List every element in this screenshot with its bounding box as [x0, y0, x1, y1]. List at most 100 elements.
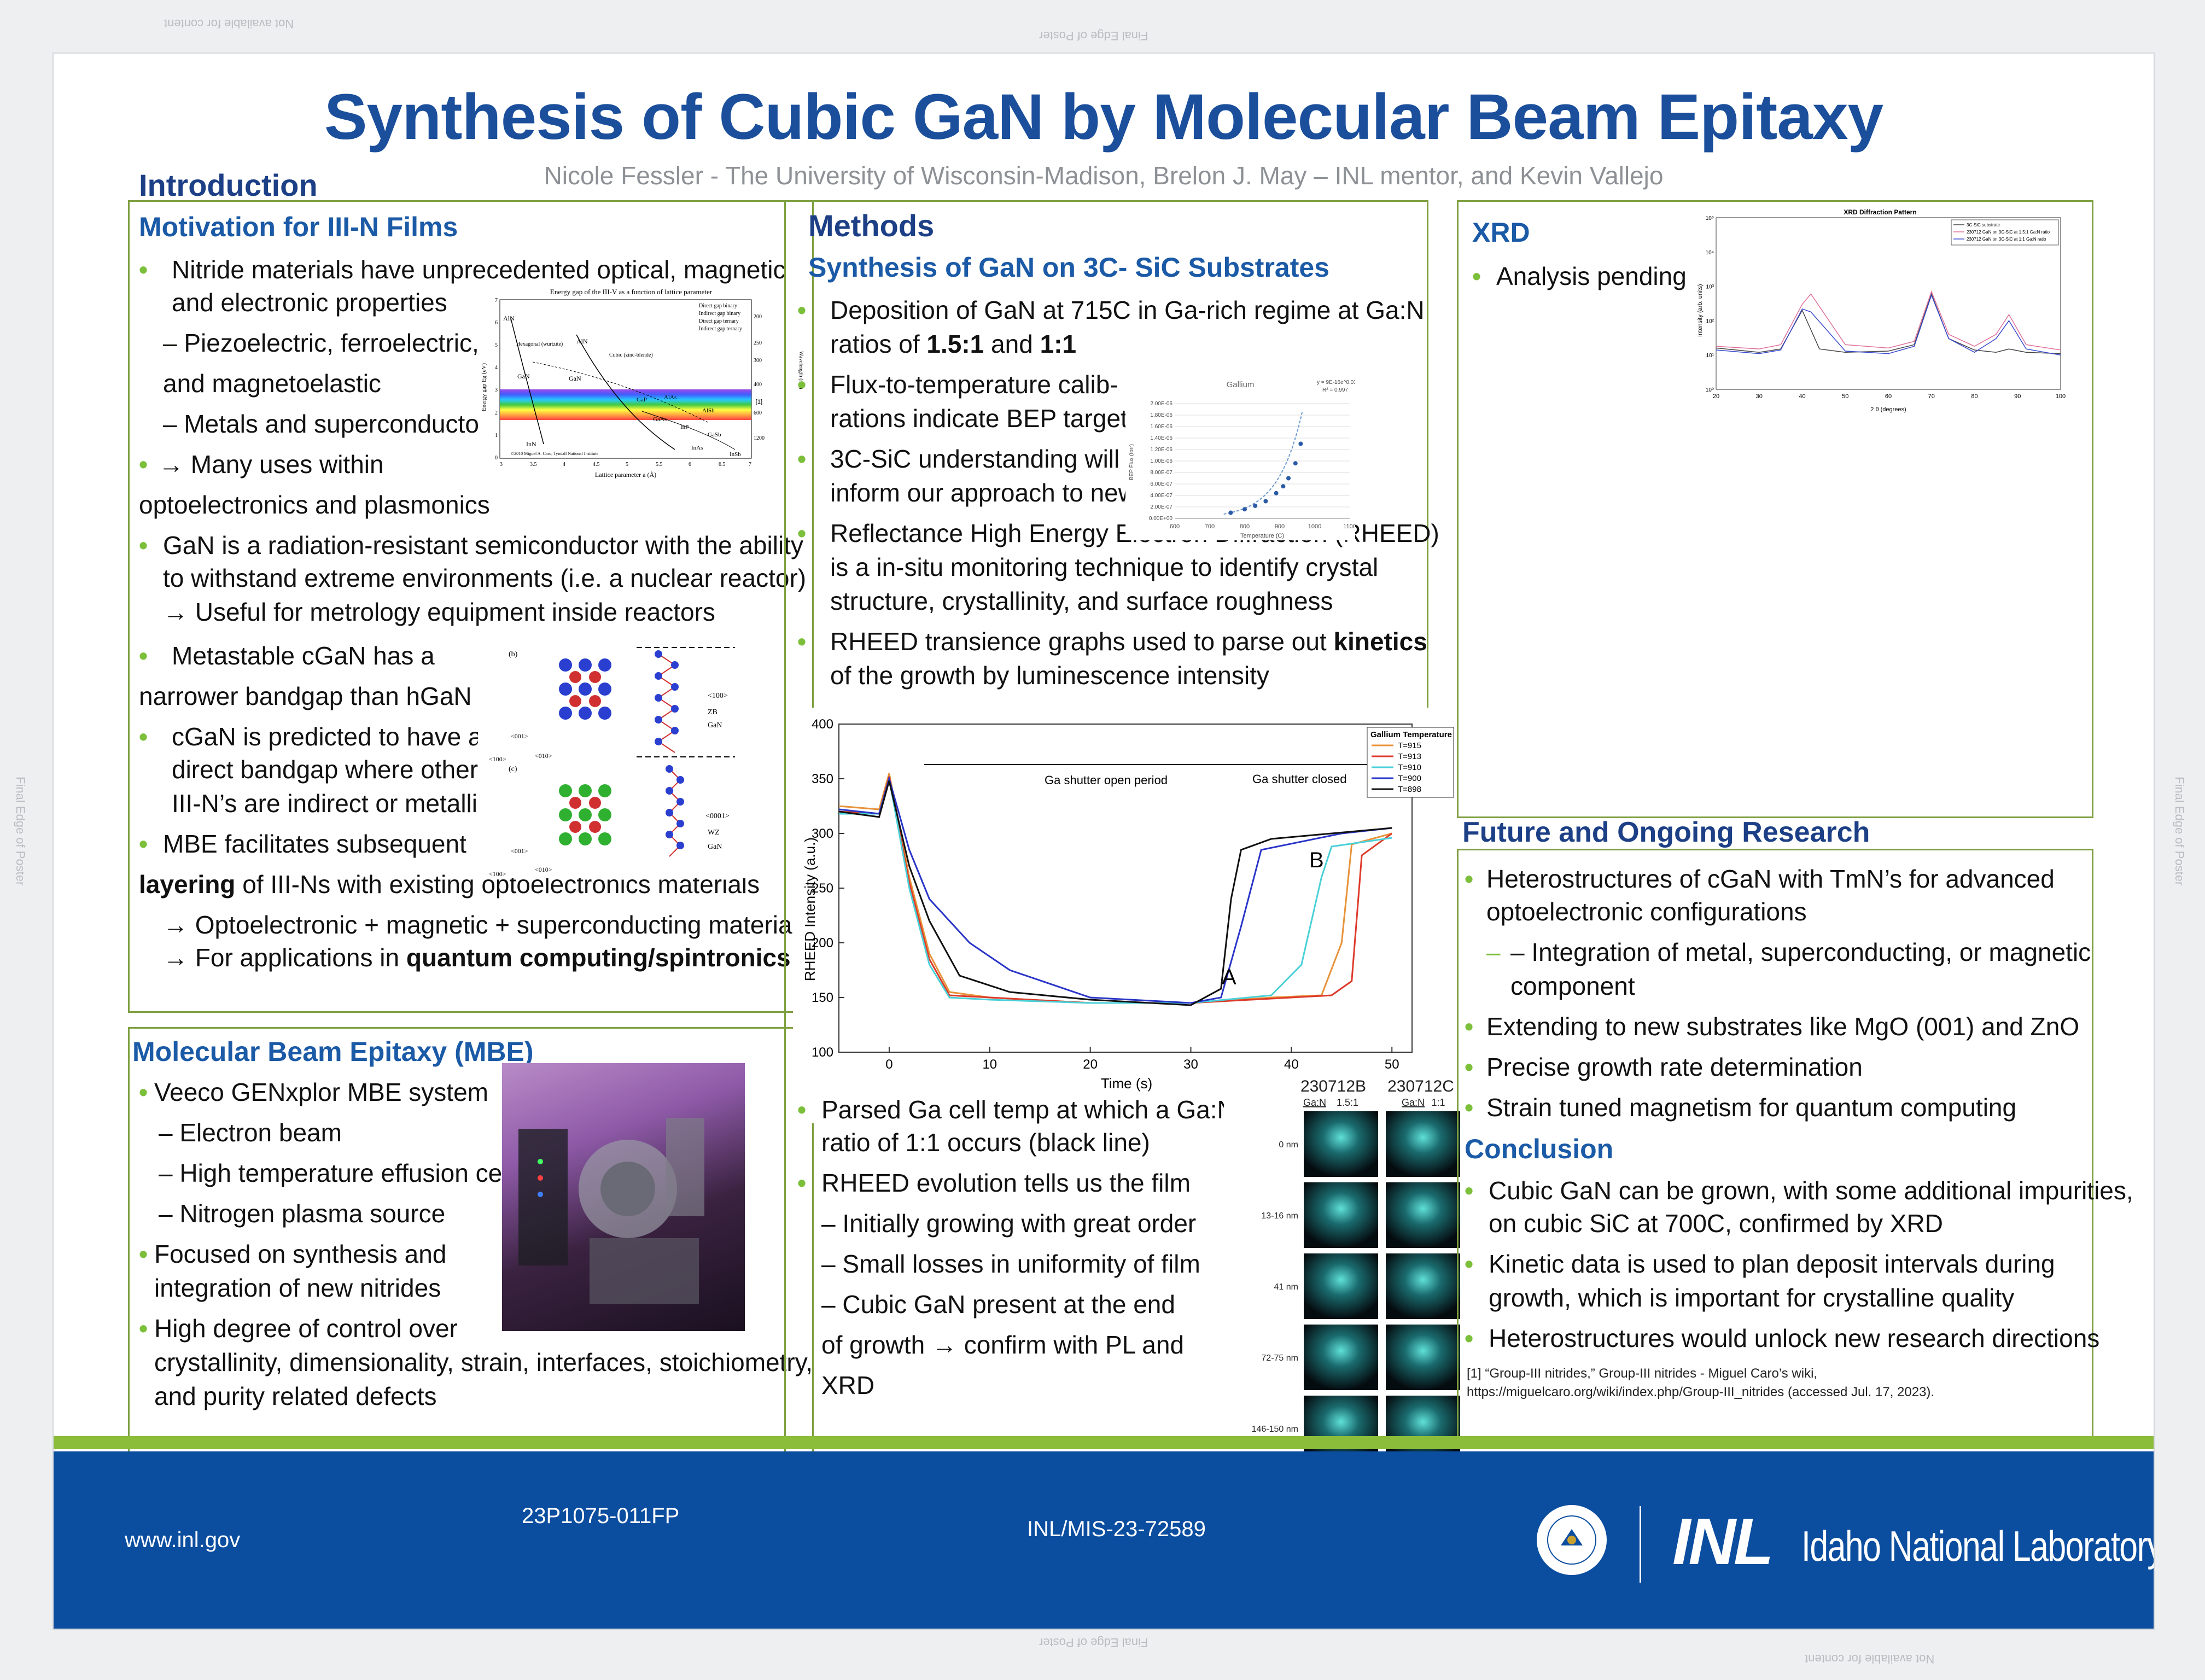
svg-text:41 nm: 41 nm	[1274, 1282, 1298, 1292]
svg-text:800: 800	[1240, 523, 1250, 530]
flux-xlabel: Temperature (C)	[1240, 533, 1284, 539]
conclusion-line: •	[1465, 1250, 1474, 1278]
rheed-ytick-label-4: 300	[812, 826, 833, 841]
label-gap: GaP	[637, 396, 647, 403]
watermark-top: Not available for content	[164, 17, 294, 31]
methods-line: Deposition of GaN at 715C in Ga-rich reg…	[830, 296, 1425, 324]
crystal-structure-svg: (b) (c) <001> <100> <010>	[489, 647, 735, 878]
bandgap-figure: Energy gap of the III-V as a function of…	[478, 285, 806, 482]
and-text: and	[984, 330, 1040, 358]
label-aln-cubic: AlN	[576, 337, 588, 345]
intro-line: → Useful for metrology equipment inside …	[163, 598, 715, 626]
future-line: Strain tuned magnetism for quantum compu…	[1486, 1093, 2017, 1122]
methods-line: – Initially growing with great order	[821, 1209, 1197, 1238]
flux-point-1	[1242, 507, 1247, 512]
left-edge-label: Final Edge of Poster	[14, 777, 27, 886]
intro-line: MBE facilitates subsequent	[163, 830, 466, 858]
zb-wz-atoms	[655, 650, 684, 849]
mbe-system-illustration	[518, 1118, 704, 1304]
intro-line: and magnetoelastic	[163, 369, 381, 398]
future-line: optoelectronic configurations	[1486, 897, 1807, 926]
svg-text:<0001>: <0001>	[705, 812, 730, 820]
svg-text:2: 2	[495, 410, 498, 416]
panel-c-label: (c)	[509, 765, 517, 773]
future-line: Extending to new substrates like MgO (00…	[1486, 1012, 2080, 1041]
conclusion-line: •	[1465, 1324, 1474, 1352]
svg-text:0.00E+00: 0.00E+00	[1149, 516, 1173, 522]
point-b-label: B	[1309, 848, 1324, 872]
rheed-xtick-label-1: 10	[982, 1057, 997, 1072]
methods-line: •	[797, 627, 807, 656]
point-a-label: A	[1222, 965, 1236, 989]
svg-text:1.80E-06: 1.80E-06	[1150, 412, 1172, 418]
rheed-xlabel: Time (s)	[1101, 1075, 1152, 1092]
xrd-series-line-1	[1716, 290, 2061, 351]
intro-line: direct bandgap where other	[172, 755, 479, 784]
zb-wz-stack	[637, 647, 735, 857]
rheed-ytick-label-3: 250	[812, 881, 833, 896]
methods-line: ratios of 1.5:1 and 1:1	[830, 327, 1076, 361]
bandgap-ref: [1]	[756, 399, 762, 405]
flux-point-0	[1228, 510, 1233, 515]
introduction-heading: Introduction	[139, 168, 318, 202]
svg-text:1.40E-06: 1.40E-06	[1150, 435, 1172, 441]
svg-text:1.00E-06: 1.00E-06	[1150, 458, 1172, 464]
xrd-xlabel: 2 θ (degrees)	[1870, 406, 1906, 413]
flux-point-6	[1286, 476, 1291, 481]
conclusion-line: growth, which is important for crystalli…	[1489, 1284, 2015, 1312]
zb-wz-labels: <100> ZB GaN <0001> WZ GaN	[705, 692, 730, 851]
rheed-tiles	[1304, 1111, 1460, 1461]
ratio-1-1: 1:1	[1040, 330, 1077, 358]
label-cubic: Cubic (zinc-blende)	[609, 352, 653, 358]
flux-gridlines	[1175, 403, 1350, 508]
svg-text:Indirect gap binary: Indirect gap binary	[699, 311, 740, 317]
intro-line: to withstand extreme environments (i.e. …	[163, 564, 807, 592]
svg-text:<010>: <010>	[535, 752, 552, 760]
footer-website[interactable]: www.inl.gov	[125, 1528, 241, 1552]
flux-point-8	[1298, 441, 1303, 446]
methods-line: – Cubic GaN present at the end	[821, 1290, 1175, 1319]
svg-text:1000: 1000	[1308, 523, 1321, 530]
bandgap-yticks: 0 1 2 3 4 5 6 7	[495, 298, 498, 461]
label-insb: InSb	[730, 451, 741, 458]
intro-line: and electronic properties	[172, 288, 447, 317]
svg-text:<100>: <100>	[489, 755, 506, 763]
xrd-xtick-label-8: 100	[2056, 393, 2066, 400]
xrd-ylabel: Intensity (arb. units)	[1697, 284, 1704, 337]
kinetics-bold: kinetics	[1333, 627, 1427, 656]
svg-text:<010>: <010>	[535, 866, 552, 873]
rheed-legend-label-0: T=915	[1398, 741, 1421, 750]
future-line: –	[1486, 938, 1501, 966]
intro-line: cGaN is predicted to have a	[172, 722, 482, 751]
methods-line: is a in-situ monitoring technique to ide…	[830, 553, 1379, 581]
xrd-xtick-label-7: 90	[2014, 393, 2021, 400]
xrd-ytick-label-4: 10⁴	[1706, 250, 1714, 256]
intro-line: → For applications in quantum computing/…	[163, 941, 791, 975]
methods-line: – Small losses in uniformity of film	[821, 1250, 1200, 1278]
intro-line: → Many uses within	[159, 450, 384, 479]
bandgap-y2label: Wavelength (nm)	[798, 351, 804, 389]
conclusion-line: Kinetic data is used to plan deposit int…	[1489, 1250, 2055, 1278]
xrd-xtick-label-4: 60	[1885, 393, 1892, 400]
legend-title: Gallium Temperature	[1370, 730, 1452, 739]
reference-2: https://miguelcaro.org/wiki/index.php/Gr…	[1467, 1385, 1935, 1399]
xrd-xtick-label-1: 30	[1756, 393, 1763, 400]
svg-text:<001>: <001>	[511, 732, 528, 740]
rheed-ylabel: RHEED Intensity (a.u.)	[802, 837, 818, 981]
svg-text:13-16 nm: 13-16 nm	[1261, 1211, 1298, 1221]
flux-title: Gallium	[1227, 380, 1255, 389]
mbe-line: – High temperature effusion cells	[159, 1159, 526, 1187]
rheed-ytick-label-0: 100	[812, 1045, 833, 1060]
svg-text:900: 900	[1275, 523, 1285, 530]
col1-ratio-label: Ga:N	[1303, 1097, 1326, 1108]
mbe-line: – Electron beam	[159, 1118, 342, 1147]
svg-text:Indirect gap ternary: Indirect gap ternary	[699, 326, 742, 332]
future-line: component	[1510, 972, 1635, 1000]
svg-text:WZ: WZ	[708, 829, 720, 837]
bandgap-credit: ©2010 Miguel A. Caro, Tyndall National I…	[511, 451, 598, 456]
svg-text:Direct gap binary: Direct gap binary	[699, 303, 737, 309]
label-inas: InAs	[691, 445, 703, 451]
